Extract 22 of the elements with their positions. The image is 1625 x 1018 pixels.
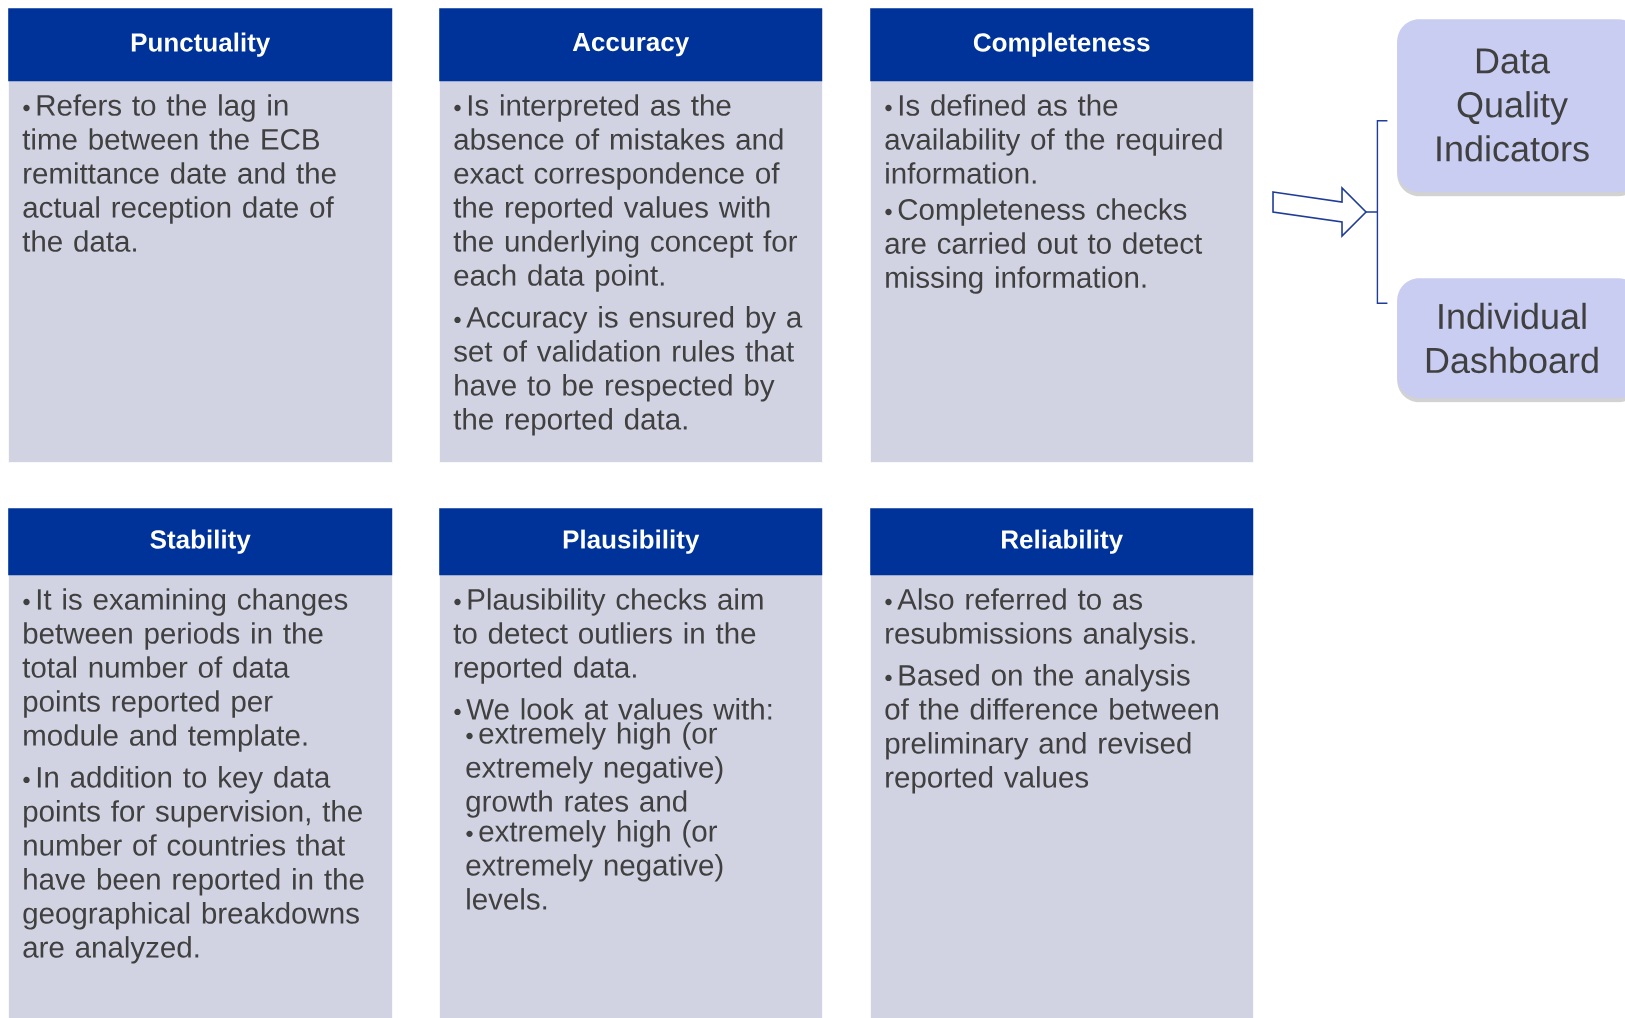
rounded-box: Data Quality Indicators xyxy=(1397,19,1625,197)
card-heading: Completeness xyxy=(870,8,1254,82)
bullet-text: Plausibility checks aim to detect outliers in the reported data. xyxy=(453,588,763,684)
bullet-text: extremely high (or extremely negative) levels. xyxy=(466,820,723,910)
card-heading: Plausibility xyxy=(439,508,823,576)
block-arrow xyxy=(1272,186,1368,238)
bullet-text: Is defined as the availability of the required information. xyxy=(885,94,1222,184)
card-heading: Stability xyxy=(8,508,393,576)
bullet-text: Accuracy is ensured by a set of validation rules that have to be respected by the reported data. xyxy=(453,306,803,436)
bullet-text: In addition to key data points for supervision, the number of countries that have been reported in the geographical breakdowns are analyzed. xyxy=(23,766,364,964)
rounded-box: Individual Dashboard xyxy=(1397,278,1625,403)
bullet-text: Completeness checks are carried out to detect missing information. xyxy=(885,198,1203,294)
card-heading: Accuracy xyxy=(439,8,823,82)
bullet-text: We look at values with: xyxy=(454,698,772,720)
bullet-text: Is interpreted as the absence of mistakes and exact correspondence of the reported values with the underlying concept for each data point. xyxy=(453,94,797,292)
card-heading: Punctuality xyxy=(8,8,393,82)
bullet-text: Based on the analysis of the difference between preliminary and revised reported values xyxy=(885,664,1218,794)
card-heading: Reliability xyxy=(870,508,1254,576)
bullet-text: It is examining changes between periods in the total number of data points reported per module and template. xyxy=(22,588,348,752)
bracket xyxy=(1365,120,1389,304)
bullet-text: Refers to the lag in time between the ECB remittance date and the actual reception date of the data. xyxy=(22,94,336,252)
bullet-text: Also referred to as resubmissions analysis. xyxy=(885,588,1195,650)
